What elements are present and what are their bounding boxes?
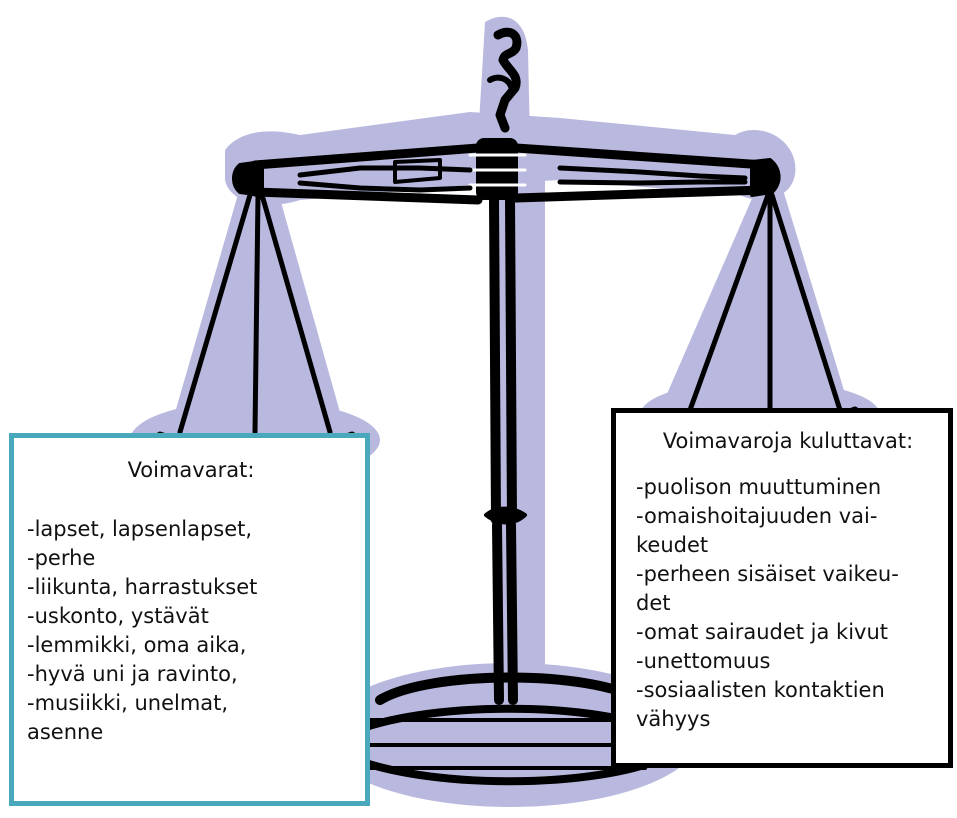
- resources-item: -musiikki, unelmat,: [27, 689, 355, 718]
- resources-box: Voimavarat: -lapset, lapsenlapset, -perh…: [9, 433, 370, 806]
- strain-factors-item: -perheen sisäiset vaikeu-: [636, 560, 940, 589]
- strain-factors-item: -omat sairaudet ja kivut: [636, 618, 940, 647]
- strain-factors-item: -omaishoitajuuden vai-: [636, 502, 940, 531]
- strain-factors-box: Voimavaroja kuluttavat: -puolison muuttu…: [611, 408, 953, 768]
- resources-item: -lemmikki, oma aika,: [27, 631, 355, 660]
- resources-item: -hyvä uni ja ravinto,: [27, 660, 355, 689]
- resources-item: -uskonto, ystävät: [27, 602, 355, 631]
- strain-factors-item: -puolison muuttuminen: [636, 473, 940, 502]
- strain-factors-item: vähyys: [636, 705, 940, 734]
- strain-factors-title: Voimavaroja kuluttavat:: [636, 427, 940, 456]
- strain-factors-item: -sosiaalisten kontaktien: [636, 676, 940, 705]
- strain-factors-item: keudet: [636, 531, 940, 560]
- resources-item: asenne: [27, 718, 355, 747]
- resources-item: -perhe: [27, 544, 355, 573]
- strain-factors-item: -unettomuus: [636, 647, 940, 676]
- resources-title: Voimavarat:: [27, 456, 355, 485]
- strain-factors-item: det: [636, 589, 940, 618]
- resources-item: -liikunta, harrastukset: [27, 573, 355, 602]
- resources-item: -lapset, lapsenlapset,: [27, 515, 355, 544]
